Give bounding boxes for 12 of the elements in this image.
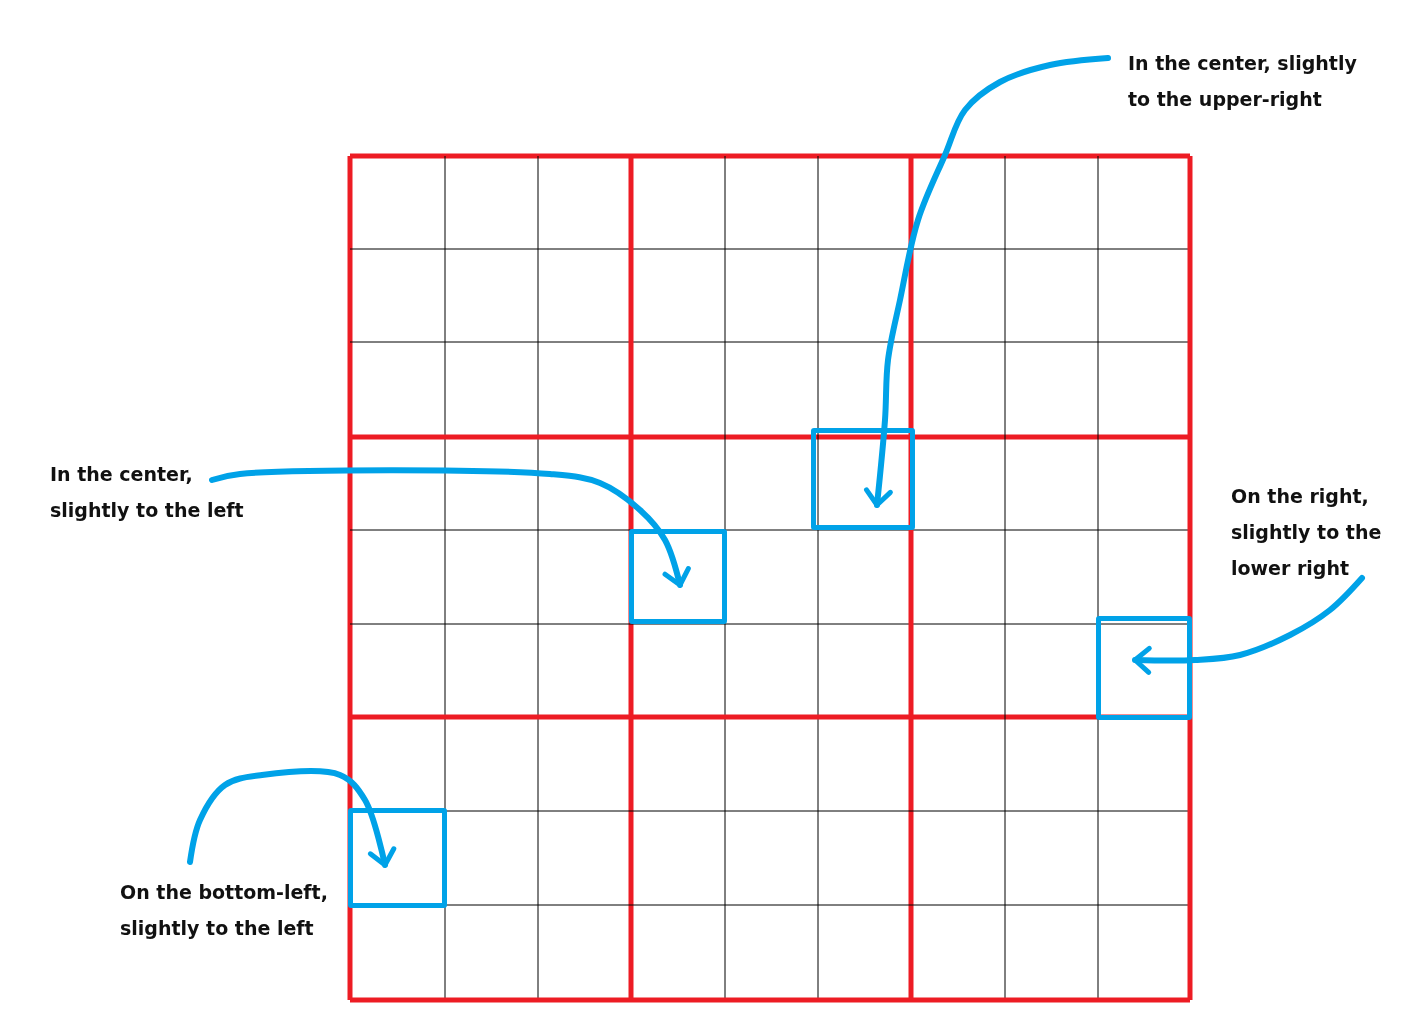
- callout-text: In the center, slightly to the upper-right: [1128, 45, 1378, 117]
- highlight-square: [629, 529, 727, 624]
- callout-text: In the center, slightly to the left: [50, 456, 255, 528]
- callout-text: On the right, slightly to the lower right: [1231, 478, 1401, 586]
- curved-arrow: [864, 55, 1111, 508]
- curved-arrow: [187, 768, 397, 868]
- highlight-square: [1096, 616, 1192, 720]
- curved-arrow: [1132, 575, 1365, 675]
- curved-arrow: [209, 467, 691, 588]
- highlight-square: [811, 428, 915, 530]
- callout-text: On the bottom-left, slightly to the left: [120, 874, 355, 946]
- highlight-square: [348, 808, 447, 908]
